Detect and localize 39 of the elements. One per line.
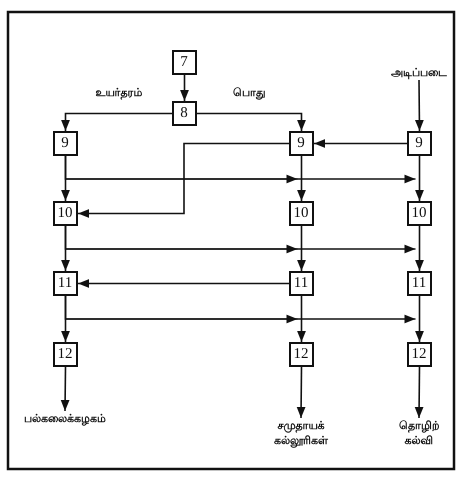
stage-label: சமுதாயக் கல்லூரிகள் [265, 418, 337, 448]
number-box: 12 [406, 342, 432, 366]
arrow [415, 226, 424, 271]
arrow [415, 80, 424, 131]
arrow [61, 112, 172, 131]
arrow [78, 142, 289, 218]
arrow [64, 296, 416, 324]
arrow [297, 156, 306, 201]
edge-label: பொது [232, 86, 267, 100]
number-box: 9 [52, 130, 78, 156]
arrow [64, 156, 416, 184]
number-box: 10 [52, 200, 78, 226]
arrow [197, 112, 306, 131]
arrow [297, 226, 306, 271]
number-box: 7 [172, 50, 196, 74]
edge-label: உயர்தரம் [94, 86, 144, 100]
arrow [314, 139, 407, 148]
arrow [64, 226, 416, 254]
number-box: 11 [406, 270, 432, 296]
arrow [180, 75, 189, 101]
number-box: 11 [52, 270, 78, 296]
arrow [60, 367, 70, 411]
number-box: 9 [406, 130, 432, 156]
stage-label: பல்கலைக்கழகம் [10, 411, 120, 426]
stage-label: தொழிற் கல்வி [394, 418, 444, 448]
arrow [297, 296, 306, 342]
number-box: 12 [288, 342, 314, 366]
number-box: 9 [288, 130, 314, 156]
number-box: 12 [52, 342, 78, 366]
number-box: 10 [406, 200, 432, 226]
stage-label: அடிப்படை [379, 65, 459, 80]
arrow [414, 367, 424, 418]
arrow [415, 156, 424, 201]
number-box: 10 [288, 200, 314, 226]
arrow [415, 296, 424, 342]
number-box: 8 [172, 100, 196, 126]
arrow [296, 367, 306, 418]
number-box: 11 [288, 270, 314, 296]
arrow [78, 279, 289, 288]
